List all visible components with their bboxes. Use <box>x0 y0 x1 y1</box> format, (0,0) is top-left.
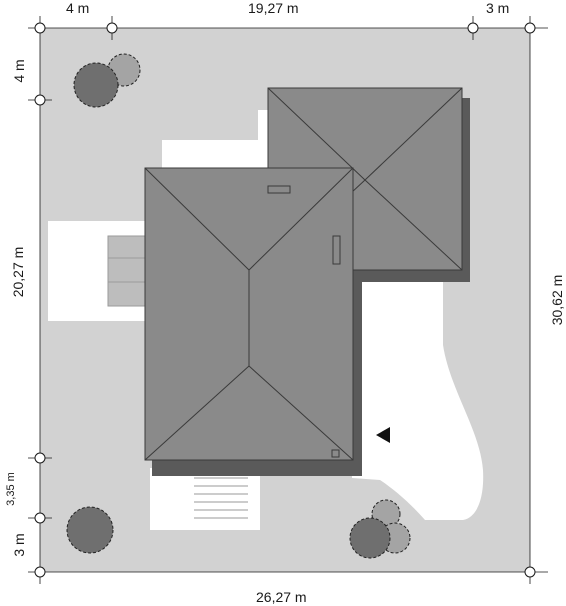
triangle-left-icon <box>376 427 390 443</box>
entry-path <box>150 468 260 530</box>
survey-point <box>34 566 46 578</box>
terrace-top <box>162 140 272 170</box>
survey-point <box>467 22 479 34</box>
roof-hip <box>364 179 463 271</box>
dim-label-left-middle: 20,27 m <box>10 246 26 298</box>
entry-steps <box>194 477 248 519</box>
dim-label-left-lower: 3,35 m <box>5 472 17 506</box>
roof-main <box>144 167 354 461</box>
survey-point <box>524 566 536 578</box>
tree-icon <box>66 506 114 554</box>
dim-label-left-bottom: 3 m <box>11 533 27 557</box>
tree-canopy <box>66 506 114 554</box>
terrace-steps <box>107 235 149 307</box>
tree-icon <box>73 53 141 108</box>
tree-canopy <box>73 62 119 108</box>
skylight <box>267 185 291 194</box>
roof-hip <box>267 87 366 181</box>
roof-hip <box>144 167 250 271</box>
dim-label-right: 30,62 m <box>549 274 565 326</box>
roof-hip <box>144 365 250 461</box>
dim-label-bottom: 26,27 m <box>256 589 307 605</box>
survey-point <box>34 22 46 34</box>
roof-hip <box>248 167 354 271</box>
skylight <box>332 235 341 265</box>
survey-point <box>106 22 118 34</box>
tree-canopy <box>349 517 391 559</box>
roof-hip <box>248 365 354 461</box>
circle-marker-icon <box>34 22 536 578</box>
dim-label-top-right: 3 m <box>486 0 510 16</box>
survey-point <box>34 512 46 524</box>
dim-label-top-middle: 19,27 m <box>248 0 299 16</box>
survey-point <box>34 452 46 464</box>
chimney <box>331 449 340 458</box>
roof-hip <box>364 87 463 181</box>
survey-point <box>524 22 536 34</box>
dim-label-top-left: 4 m <box>66 0 90 16</box>
dim-label-left-top: 4 m <box>11 59 27 83</box>
tree-icon <box>349 499 411 559</box>
survey-point <box>34 94 46 106</box>
steps-left <box>107 235 149 307</box>
driveway <box>352 280 484 520</box>
